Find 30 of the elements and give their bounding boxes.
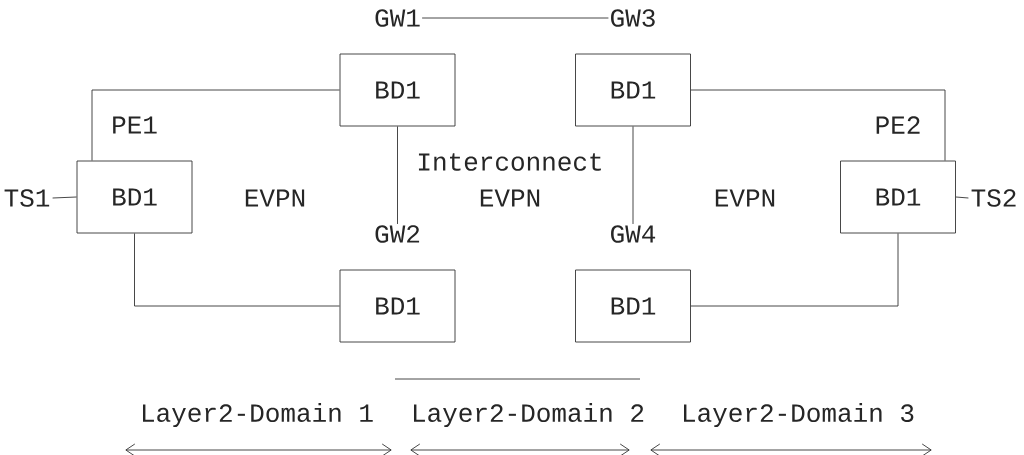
text-label: Interconnect — [418, 153, 601, 171]
bridge-domain-box: BD1 — [76, 160, 193, 234]
bridge-domain-box: BD1 — [339, 53, 456, 127]
node-heading: GW3 — [611, 9, 655, 27]
connector-line — [134, 233, 340, 307]
connector-line — [421, 17, 609, 19]
connector-line — [52, 196, 77, 199]
text-label: Layer2-Domain 1 — [143, 402, 373, 428]
connector-line — [397, 126, 398, 225]
connector-line — [91, 89, 340, 161]
connector-line — [955, 196, 969, 199]
connector-line — [690, 89, 946, 161]
node-heading: GW1 — [375, 9, 420, 27]
node-heading: GW2 — [375, 225, 420, 243]
text-label: EVPN — [245, 189, 305, 207]
terminal-label: TS2 — [971, 189, 1016, 207]
text-label: Layer2-Domain 3 — [684, 402, 914, 428]
bridge-domain-box: BD1 — [339, 269, 456, 343]
bridge-domain-box: BD1 — [575, 269, 691, 343]
node-heading: PE2 — [876, 116, 920, 134]
text-label: EVPN — [480, 189, 540, 207]
bridge-domain-box: BD1 — [575, 53, 691, 127]
terminal-label: TS1 — [4, 189, 50, 207]
connector-line — [632, 126, 634, 225]
text-label: EVPN — [715, 189, 775, 207]
bridge-domain-box: BD1 — [840, 160, 956, 234]
text-label: Layer2-Domain 2 — [414, 402, 644, 428]
node-heading: GW4 — [611, 225, 656, 243]
node-heading: PE1 — [113, 116, 157, 134]
connector-line — [690, 233, 899, 307]
